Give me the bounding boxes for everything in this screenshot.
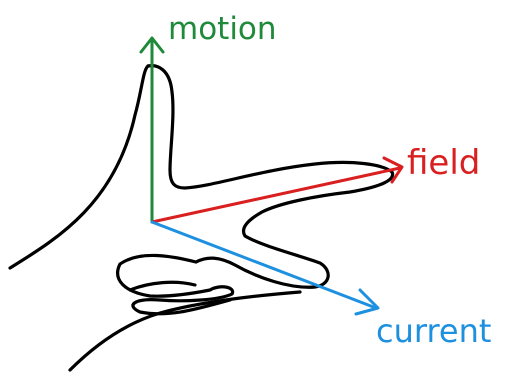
wrist-edge [68,290,302,372]
field-arrow [150,156,404,224]
field-arrowhead [382,156,404,184]
motion-label: motion [168,11,277,47]
motion-arrowhead [139,36,165,54]
current-label: current [376,312,491,350]
curled-fingers-outline [116,253,235,316]
index-finger-outline [194,210,330,289]
hand-back-edge [8,64,150,270]
motion-arrow [139,36,165,224]
current-arrow-line [150,220,378,310]
field-arrow-line [150,166,402,224]
hand-outline [8,64,395,372]
field-label: field [407,143,480,183]
finger-crease [128,280,197,292]
current-arrow [150,220,380,316]
current-arrowhead [354,288,380,316]
thumb-outline [146,64,395,214]
